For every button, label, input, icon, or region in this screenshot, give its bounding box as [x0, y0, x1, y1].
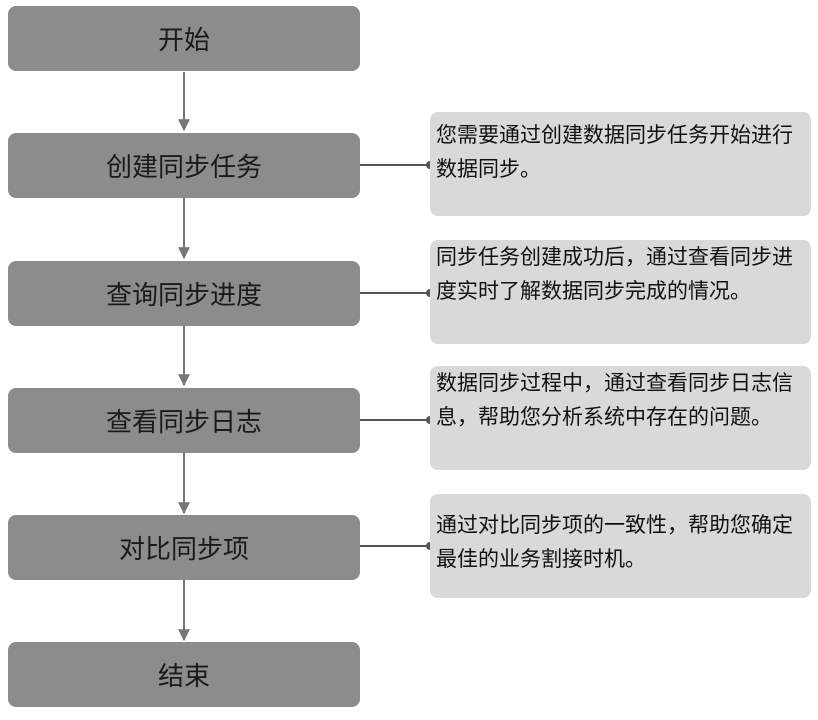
step-view-sync-progress: 查询同步进度 [8, 261, 360, 326]
note-text-view-sync-log: 数据同步过程中，通过查看同步日志信息，帮助您分析系统中存在的问题。 [436, 371, 793, 429]
note-view-sync-log: 数据同步过程中，通过查看同步日志信息，帮助您分析系统中存在的问题。 [430, 366, 811, 470]
note-view-sync-progress: 同步任务创建成功后，通过查看同步进度实时了解数据同步完成的情况。 [430, 240, 811, 344]
step-compare-sync-items: 对比同步项 [8, 515, 360, 580]
step-create-sync-task: 创建同步任务 [8, 133, 360, 198]
note-create-sync-task: 您需要通过创建数据同步任务开始进行数据同步。 [430, 112, 811, 216]
step-label-end: 结束 [157, 662, 210, 692]
step-label-create-sync-task: 创建同步任务 [105, 153, 262, 183]
step-start: 开始 [8, 6, 360, 71]
step-label-view-sync-progress: 查询同步进度 [105, 281, 262, 311]
step-label-view-sync-log: 查看同步日志 [105, 408, 262, 438]
note-text-compare-sync-items: 通过对比同步项的一致性，帮助您确定最佳的业务割接时机。 [436, 513, 793, 571]
note-text-view-sync-progress: 同步任务创建成功后，通过查看同步进度实时了解数据同步完成的情况。 [436, 245, 793, 303]
step-label-compare-sync-items: 对比同步项 [118, 535, 249, 565]
step-label-start: 开始 [157, 26, 210, 56]
step-view-sync-log: 查看同步日志 [8, 388, 360, 453]
step-end: 结束 [8, 642, 360, 707]
note-compare-sync-items: 通过对比同步项的一致性，帮助您确定最佳的业务割接时机。 [430, 494, 811, 598]
note-text-create-sync-task: 您需要通过创建数据同步任务开始进行数据同步。 [436, 123, 793, 181]
